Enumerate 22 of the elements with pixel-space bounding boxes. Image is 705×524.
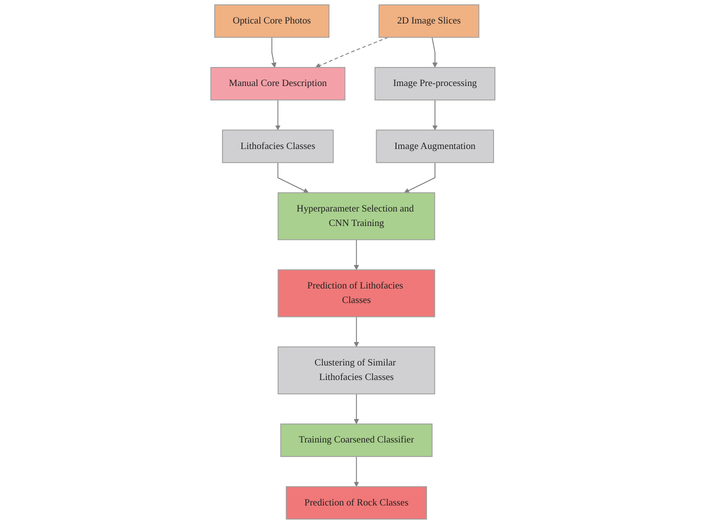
arrow	[314, 36, 388, 68]
arrow	[353, 393, 359, 424]
node-box: Prediction of Rock Classes	[285, 486, 427, 520]
arrow	[353, 456, 359, 487]
node-box: Hyperparameter Selection and CNN Training	[277, 192, 435, 240]
node-box: 2D Image Slices	[378, 4, 479, 38]
node-box: Clustering of Similar Lithofacies Classes	[277, 346, 435, 394]
node-box: Prediction of Lithofacies Classes	[277, 269, 435, 318]
node-box: Optical Core Photos	[214, 4, 330, 38]
arrow	[277, 162, 308, 194]
arrow	[431, 36, 438, 68]
node-box: Image Augmentation	[376, 130, 494, 164]
arrow	[270, 36, 276, 68]
arrow	[274, 100, 280, 130]
arrow	[353, 239, 359, 270]
node-box: Lithofacies Classes	[222, 130, 334, 164]
arrow	[353, 316, 359, 348]
node-box: Training Coarsened Classifier	[280, 424, 432, 457]
node-box: Image Pre-processing	[374, 67, 495, 100]
arrow	[432, 100, 438, 130]
arrow	[404, 162, 436, 194]
node-box: Manual Core Description	[210, 67, 345, 100]
